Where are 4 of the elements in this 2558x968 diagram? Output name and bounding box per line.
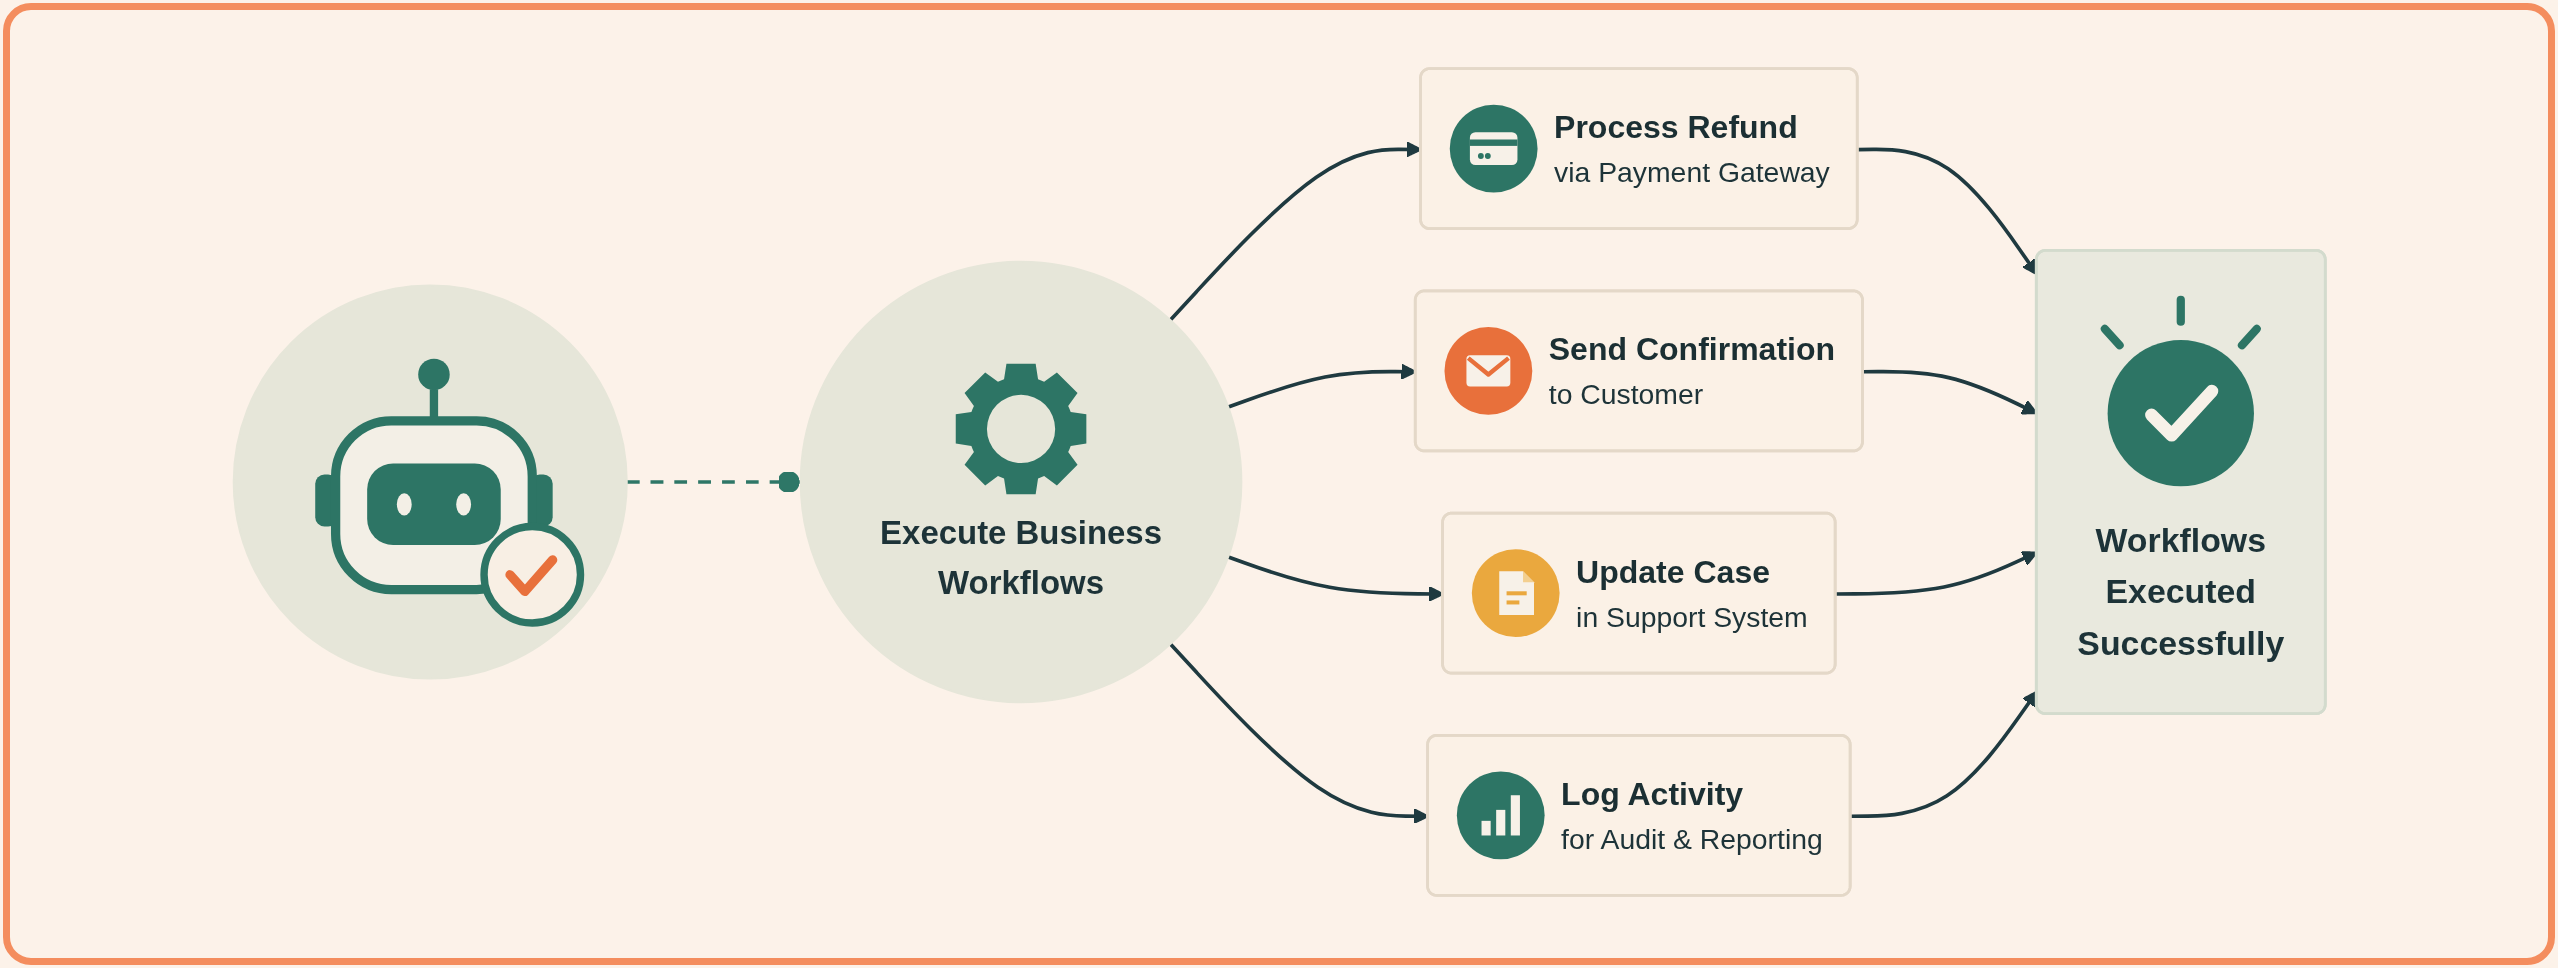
connector <box>626 470 801 494</box>
node-circle <box>232 284 628 680</box>
node-circle: Execute Business Workflows <box>799 260 1242 704</box>
arrow <box>1850 690 2038 819</box>
